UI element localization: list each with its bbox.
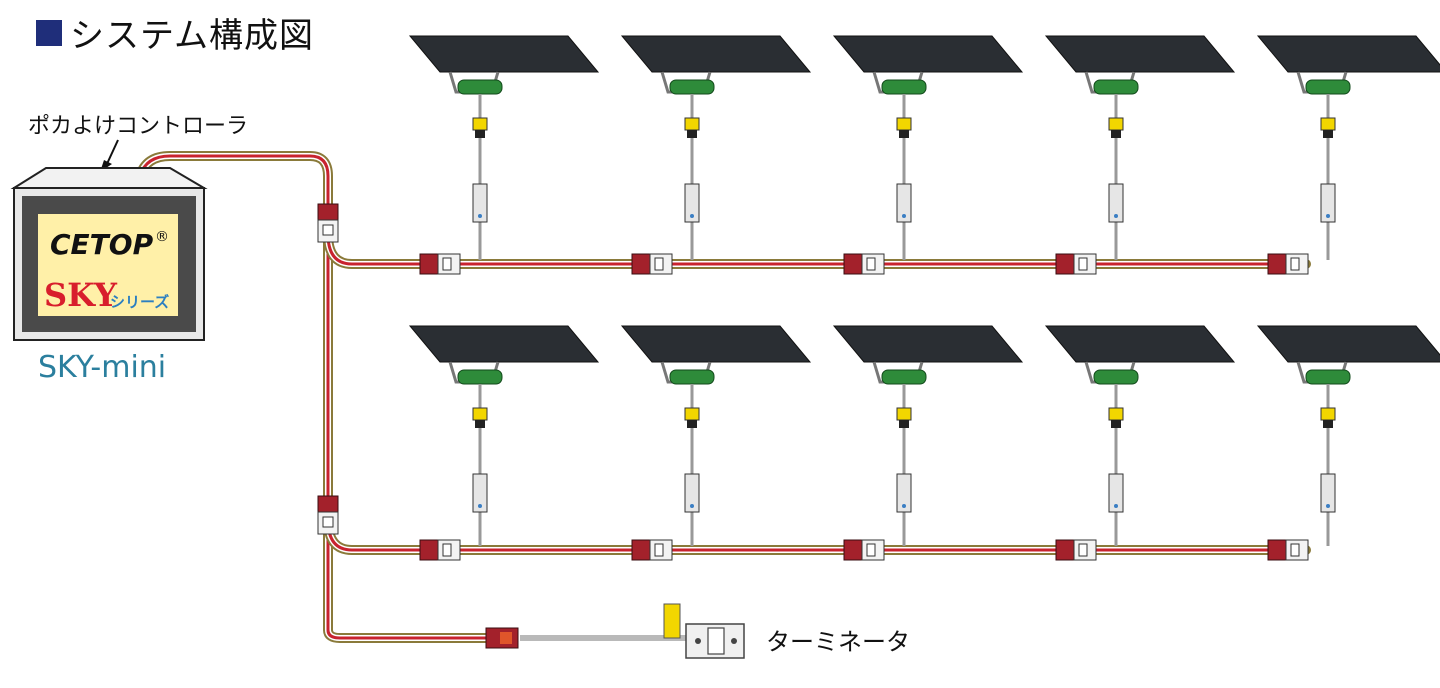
plug bbox=[1108, 407, 1124, 421]
plug bbox=[1320, 117, 1336, 131]
sensor bbox=[457, 369, 503, 385]
brand-logo: CETOP bbox=[50, 228, 154, 261]
sensor bbox=[457, 79, 503, 95]
sensor bbox=[1093, 79, 1139, 95]
controller-box bbox=[10, 167, 208, 341]
sensor bbox=[669, 369, 715, 385]
controller-model: SKY-mini bbox=[38, 350, 167, 385]
row-connector bbox=[631, 253, 673, 275]
sensor bbox=[1305, 79, 1351, 95]
series-name: SKY bbox=[44, 276, 117, 314]
station-2-5 bbox=[1256, 325, 1440, 561]
row-connector bbox=[419, 539, 461, 561]
row-cable-1 bbox=[323, 229, 1311, 269]
row-connector bbox=[1267, 253, 1309, 275]
sensor bbox=[881, 79, 927, 95]
trunk-connector-1 bbox=[317, 203, 339, 243]
plug bbox=[472, 407, 488, 421]
plug bbox=[896, 407, 912, 421]
panel bbox=[832, 35, 1024, 73]
page-title: システム構成図 bbox=[70, 16, 314, 56]
station-2-3 bbox=[832, 325, 1024, 561]
panel bbox=[1044, 35, 1236, 73]
row-connector bbox=[419, 253, 461, 275]
controller-label: ポカよけコントローラ bbox=[28, 114, 249, 139]
panel bbox=[1256, 35, 1440, 73]
station-2-1 bbox=[408, 325, 600, 561]
station-1-4 bbox=[1044, 35, 1236, 275]
plug bbox=[1108, 117, 1124, 131]
inline-module bbox=[1108, 183, 1124, 223]
registered-mark: ® bbox=[155, 229, 169, 245]
row-connector bbox=[1267, 539, 1309, 561]
plug bbox=[684, 117, 700, 131]
row-connector bbox=[843, 253, 885, 275]
station-1-5 bbox=[1256, 35, 1440, 275]
panel bbox=[408, 35, 600, 73]
panel bbox=[832, 325, 1024, 363]
station-2-2 bbox=[620, 325, 812, 561]
terminator-label: ターミネータ bbox=[766, 628, 910, 656]
sensor bbox=[881, 369, 927, 385]
title-square-icon bbox=[36, 19, 62, 46]
row-connector bbox=[631, 539, 673, 561]
panel bbox=[620, 35, 812, 73]
row-cable-2 bbox=[323, 515, 1311, 555]
row-connector bbox=[1055, 253, 1097, 275]
station-1-2 bbox=[620, 35, 812, 275]
inline-module bbox=[1320, 183, 1336, 223]
panel bbox=[408, 325, 600, 363]
trunk-connector-2 bbox=[317, 495, 339, 535]
inline-module bbox=[684, 183, 700, 223]
station-group bbox=[408, 35, 1440, 561]
panel bbox=[1256, 325, 1440, 363]
sensor bbox=[669, 79, 715, 95]
panel bbox=[1044, 325, 1236, 363]
title-block: システム構成図 bbox=[36, 8, 314, 57]
station-1-1 bbox=[408, 35, 600, 275]
cable-group bbox=[135, 151, 1311, 649]
sensor bbox=[1305, 369, 1351, 385]
row-connector bbox=[843, 539, 885, 561]
series-suffix: シリーズ bbox=[110, 293, 170, 311]
terminator-connector bbox=[485, 627, 519, 649]
sensor bbox=[1093, 369, 1139, 385]
inline-module bbox=[896, 473, 912, 513]
inline-module bbox=[684, 473, 700, 513]
controller-arrow bbox=[105, 139, 119, 167]
station-2-4 bbox=[1044, 325, 1236, 561]
inline-module bbox=[1320, 473, 1336, 513]
plug bbox=[472, 117, 488, 131]
inline-module bbox=[472, 473, 488, 513]
row-connector bbox=[1055, 539, 1097, 561]
terminator bbox=[520, 603, 745, 659]
inline-module bbox=[472, 183, 488, 223]
plug bbox=[1320, 407, 1336, 421]
inline-module bbox=[896, 183, 912, 223]
inline-module bbox=[1108, 473, 1124, 513]
panel bbox=[620, 325, 812, 363]
plug bbox=[684, 407, 700, 421]
station-1-3 bbox=[832, 35, 1024, 275]
plug bbox=[896, 117, 912, 131]
